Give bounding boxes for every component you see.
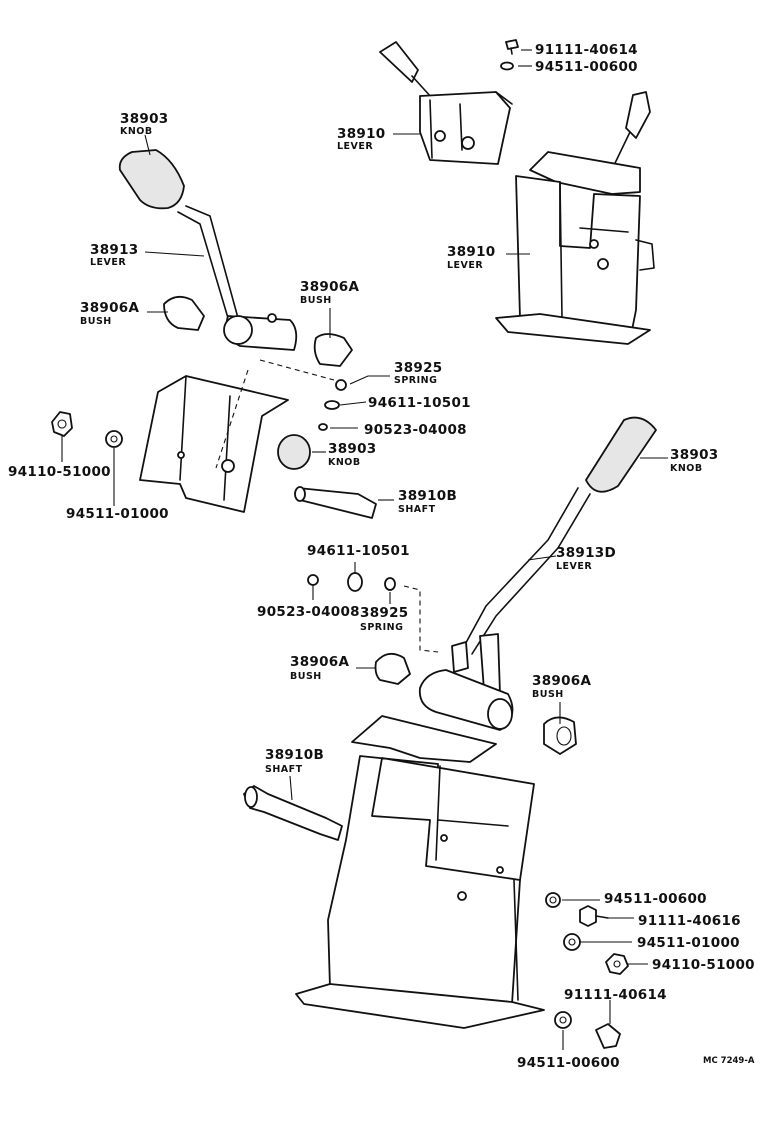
diagram-code: MC 7249-A: [703, 1056, 755, 1066]
upper-lever-assembly: [118, 149, 353, 367]
label-upper-shaft-pn: 38910B: [398, 488, 457, 504]
lower-housing: [295, 715, 545, 1029]
label-upper-ball-knob-name: KNOB: [328, 457, 361, 468]
label-lower-spring-pn: 38925: [360, 605, 408, 621]
label-lower-knob-name: KNOB: [670, 463, 703, 474]
label-lower-washer-pn: 94611-10501: [307, 543, 410, 559]
upper-bracket: [139, 359, 335, 513]
label-lower-bush-left-name: BUSH: [290, 671, 322, 682]
label-lower-shaft-pn: 38910B: [265, 747, 324, 763]
label-lower-nut-pn: 90523-04008: [257, 604, 360, 620]
label-upper-spring-name: SPRING: [394, 375, 437, 386]
label-right-bolt1-pn: 91111-40616: [638, 913, 741, 929]
label-lower-bush-right-pn: 38906A: [532, 673, 591, 689]
lower-lever-assembly: [374, 416, 657, 755]
small-lever-assembly: [379, 41, 513, 165]
label-bottom-bolt-pn: 91111-40614: [564, 987, 667, 1003]
label-tall-lever-pn: 38910: [447, 244, 495, 260]
label-upper-shaft-name: SHAFT: [398, 504, 436, 515]
label-upper-lever-name: LEVER: [90, 257, 126, 268]
left-nut-and-washer: [51, 411, 123, 448]
callout-labels: 38903 KNOB 38913 LEVER 38906A BUSH 38906…: [8, 42, 755, 1071]
label-upper-knob-name: KNOB: [120, 126, 153, 137]
label-lower-lever-name: LEVER: [556, 561, 592, 572]
label-upper-lever-pn: 38913: [90, 242, 138, 258]
upper-knob-ball: [277, 434, 311, 470]
label-upper-bush-left-pn: 38906A: [80, 300, 139, 316]
label-top-bolt-pn: 91111-40614: [535, 42, 638, 58]
upper-shaft: [294, 486, 377, 519]
label-upper-spring-pn: 38925: [394, 360, 442, 376]
label-upper-bush-right-pn: 38906A: [300, 279, 359, 295]
label-left-nut-pn: 94110-51000: [8, 464, 111, 480]
label-small-lever-pn: 38910: [337, 126, 385, 142]
label-lower-lever-pn: 38913D: [556, 545, 616, 561]
lower-small-parts: [307, 572, 396, 592]
label-upper-knob-pn: 38903: [120, 111, 168, 127]
label-right-nut-pn: 94110-51000: [652, 957, 755, 973]
label-left-washer-pn: 94511-01000: [66, 506, 169, 522]
label-upper-nut-pn: 90523-04008: [364, 422, 467, 438]
label-lower-shaft-name: SHAFT: [265, 764, 303, 775]
right-fastener-stack: [545, 892, 629, 1049]
label-top-washer-pn: 94511-00600: [535, 59, 638, 75]
label-right-washer1-pn: 94511-00600: [604, 891, 707, 907]
label-lower-spring-name: SPRING: [360, 622, 403, 633]
label-upper-bush-right-name: BUSH: [300, 295, 332, 306]
label-small-lever-name: LEVER: [337, 141, 373, 152]
lower-shaft: [243, 785, 343, 841]
label-bottom-washer-pn: 94511-00600: [517, 1055, 620, 1071]
label-lower-bush-right-name: BUSH: [532, 689, 564, 700]
label-tall-lever-name: LEVER: [447, 260, 483, 271]
label-upper-washer-pn: 94611-10501: [368, 395, 471, 411]
tall-lever-housing: [495, 91, 655, 345]
label-upper-ball-knob-pn: 38903: [328, 441, 376, 457]
label-lower-bush-left-pn: 38906A: [290, 654, 349, 670]
top-bolt-and-washer: [500, 39, 519, 71]
label-upper-bush-left-name: BUSH: [80, 316, 112, 327]
label-lower-knob-pn: 38903: [670, 447, 718, 463]
label-right-washer2-pn: 94511-01000: [637, 935, 740, 951]
upper-small-parts: [318, 379, 347, 431]
leader-lines: [61, 49, 668, 1050]
